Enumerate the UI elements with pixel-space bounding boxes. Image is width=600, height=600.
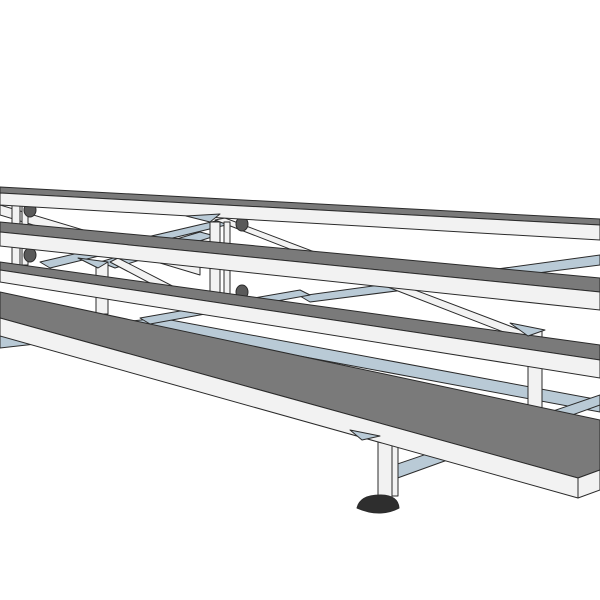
leveling-foot	[356, 494, 400, 514]
gussets	[77, 213, 546, 441]
tier-bottom	[0, 291, 600, 499]
tier-middle	[0, 221, 600, 311]
tier-top	[0, 186, 600, 241]
tier-middle-lower	[0, 261, 600, 379]
